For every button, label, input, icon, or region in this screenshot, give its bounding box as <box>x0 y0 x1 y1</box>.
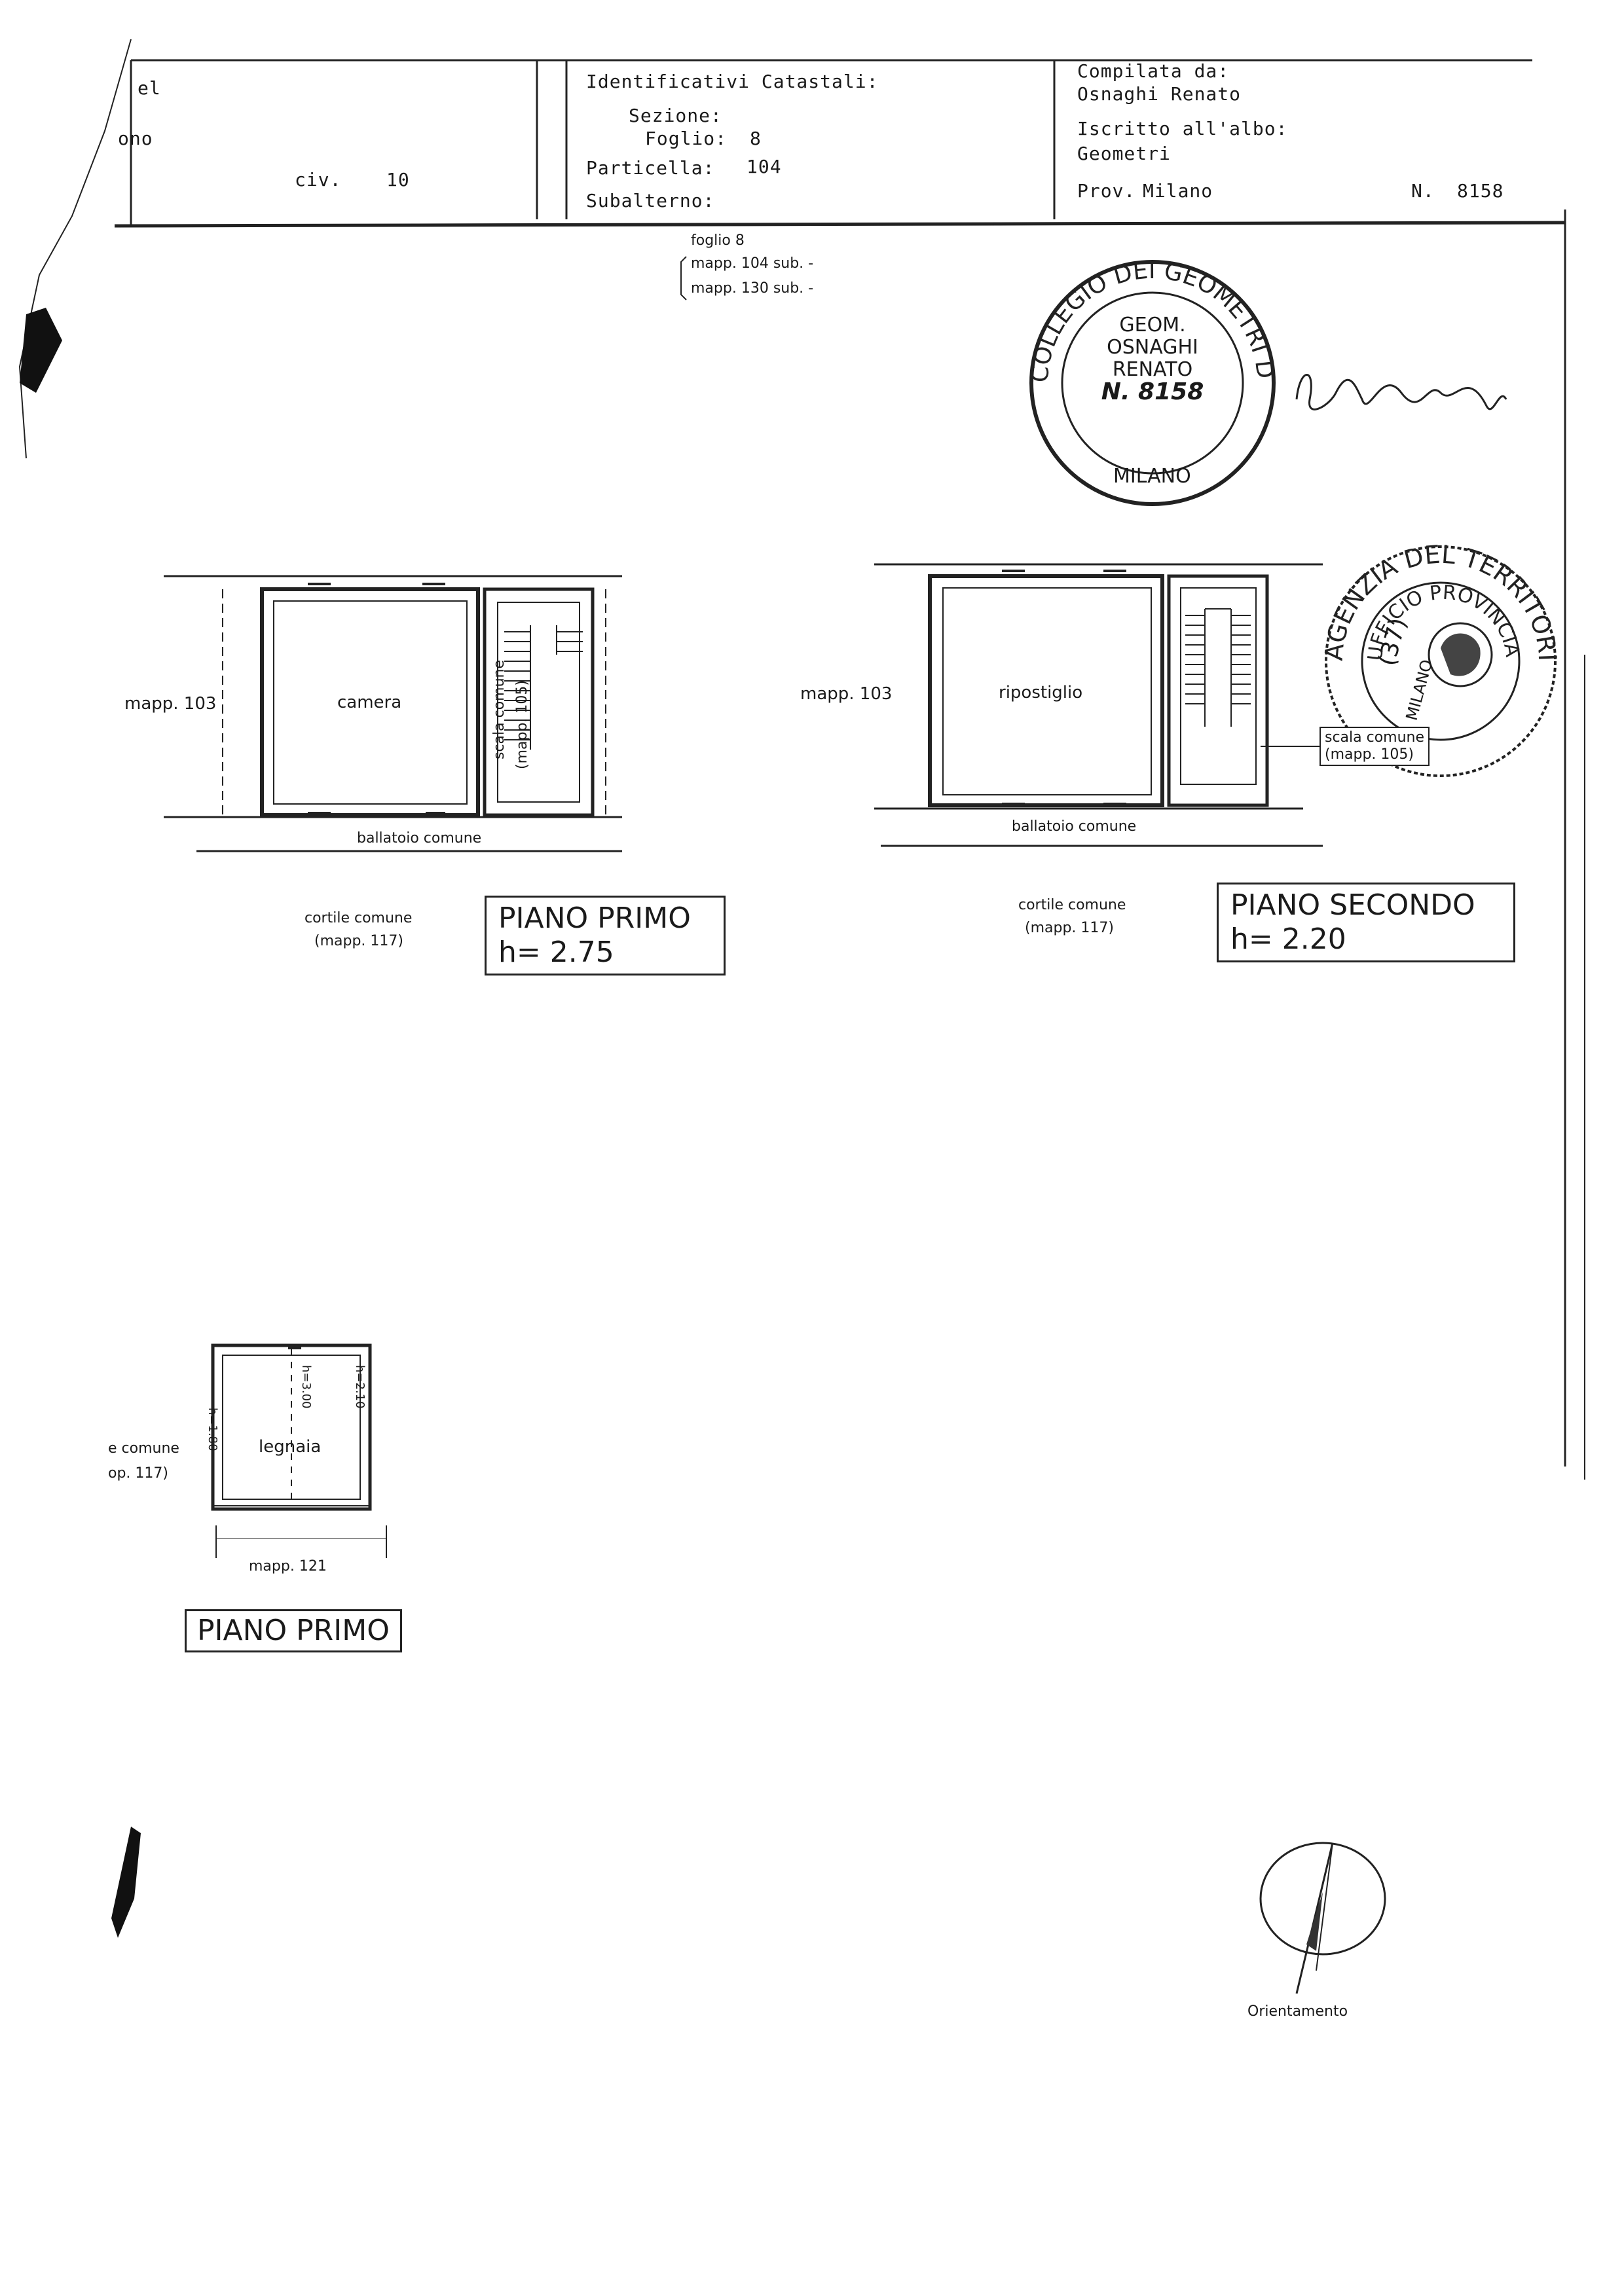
signature <box>1295 374 1507 410</box>
ref-foglio: foglio 8 <box>691 232 745 249</box>
cadastral-foglio-label: Foglio: <box>645 128 728 149</box>
plan-primo-room: camera <box>337 693 402 712</box>
header-civ-label: civ. <box>295 169 342 191</box>
ref-mapp-1: mapp. 104 sub. - <box>691 255 814 272</box>
plan-secondo-cortile: cortile comune <box>1018 897 1126 913</box>
stamp-geometri-line3: RENATO <box>1112 358 1193 381</box>
ref-mapp-2: mapp. 130 sub. - <box>691 280 814 297</box>
cadastral-particella-label: Particella: <box>586 157 715 179</box>
orientation-drawing <box>1259 1842 1386 1994</box>
plan-primo-drawing <box>164 575 622 852</box>
header-civ-value: 10 <box>386 169 410 191</box>
cadastral-particella-value: 104 <box>747 156 782 177</box>
plan-legnaia-bottom-mapp: mapp. 121 <box>249 1558 327 1575</box>
plan-legnaia-left-label: e comune <box>108 1440 179 1457</box>
stamp-agenzia: AGENZIA DEL TERRITORIO UFFICIO PROVINCIA… <box>0 0 1562 777</box>
scan-blot-top <box>20 308 62 393</box>
cadastral-foglio-value: 8 <box>750 128 762 149</box>
plan-secondo-stair-box: scala comune (mapp. 105) <box>1320 727 1430 766</box>
plan-primo-stair: scala comune <box>491 659 507 759</box>
plan-legnaia-dim-right: h=2.10 <box>353 1365 367 1409</box>
plan-legnaia-title: PIANO PRIMO <box>197 1614 390 1647</box>
cadastral-subalterno-label: Subalterno: <box>586 190 715 211</box>
plan-secondo-drawing <box>874 563 1323 847</box>
plan-secondo-height: h= 2.20 <box>1230 922 1346 956</box>
compiler-iscritto-label: Iscritto all'albo: <box>1077 118 1288 139</box>
plan-secondo-title-box: PIANO SECONDO h= 2.20 <box>1217 883 1515 962</box>
plan-legnaia-room: legnaia <box>259 1437 322 1457</box>
plan-primo-title: PIANO PRIMO <box>498 902 691 935</box>
cadastral-sezione-label: Sezione: <box>629 105 722 126</box>
compiler-n-value: 8158 <box>1457 180 1504 202</box>
compiler-title: Compilata da: <box>1077 60 1230 82</box>
header-bottom-line <box>114 221 1566 228</box>
ref-bracket <box>680 256 687 301</box>
scan-blot-bottom <box>111 1827 141 1938</box>
plan-secondo-stair: scala comune <box>1325 729 1425 746</box>
stamp-geometri-line1: GEOM. <box>1119 314 1186 337</box>
stamp-geometri-line4: N. 8158 <box>1101 378 1204 405</box>
plan-primo-height: h= 2.75 <box>498 936 614 969</box>
header-left-line2: ono <box>118 128 153 149</box>
compiler-n-label: N. <box>1411 180 1435 202</box>
orientation-label: Orientamento <box>1247 2003 1348 2020</box>
plan-primo-cortile: cortile comune <box>304 910 413 926</box>
stamp-geometri-line2: OSNAGHI <box>1107 336 1198 359</box>
compiler-name: Osnaghi Renato <box>1077 83 1242 105</box>
stamp-geometri-bottom: MILANO <box>1113 465 1191 488</box>
plan-secondo-room: ripostiglio <box>999 683 1083 702</box>
cadastral-title: Identificativi Catastali: <box>586 71 879 92</box>
compiler-albo: Geometri <box>1077 143 1171 164</box>
plan-primo-ballatoio: ballatoio comune <box>357 830 482 847</box>
plan-legnaia-title-box: PIANO PRIMO <box>185 1609 402 1652</box>
stamp-geometri-center: GEOM. OSNAGHI RENATO N. 8158 <box>1100 314 1205 405</box>
plan-primo-title-box: PIANO PRIMO h= 2.75 <box>485 896 726 975</box>
plan-primo-neighbor: mapp. 103 <box>124 694 217 714</box>
plan-primo-stair-mapp: (mapp. 105) <box>514 680 530 769</box>
header-left-line1: el <box>138 77 161 99</box>
compiler-prov-value: Milano <box>1143 180 1213 202</box>
stamp-agenzia-ring-text: AGENZIA DEL TERRITORIO <box>0 0 1562 662</box>
plan-secondo-ballatoio: ballatoio comune <box>1012 818 1137 835</box>
plan-legnaia-left-mapp: op. 117) <box>108 1465 168 1482</box>
plan-legnaia-drawing <box>211 1343 387 1558</box>
scan-edge <box>18 39 132 459</box>
stamp-agenzia-inner-text: UFFICIO PROVINCIALE <box>0 0 1524 662</box>
plan-legnaia-dim-mid: h=3.00 <box>299 1365 313 1409</box>
plan-legnaia-dim-left: h=1.80 <box>206 1408 219 1451</box>
compiler-prov-label: Prov. <box>1077 180 1136 202</box>
plan-secondo-stair-mapp: (mapp. 105) <box>1325 746 1414 763</box>
plan-secondo-neighbor: mapp. 103 <box>800 684 893 704</box>
plan-secondo-title: PIANO SECONDO <box>1230 888 1475 922</box>
plan-primo-cortile-mapp: (mapp. 117) <box>314 933 403 949</box>
plan-secondo-cortile-mapp: (mapp. 117) <box>1025 920 1114 936</box>
